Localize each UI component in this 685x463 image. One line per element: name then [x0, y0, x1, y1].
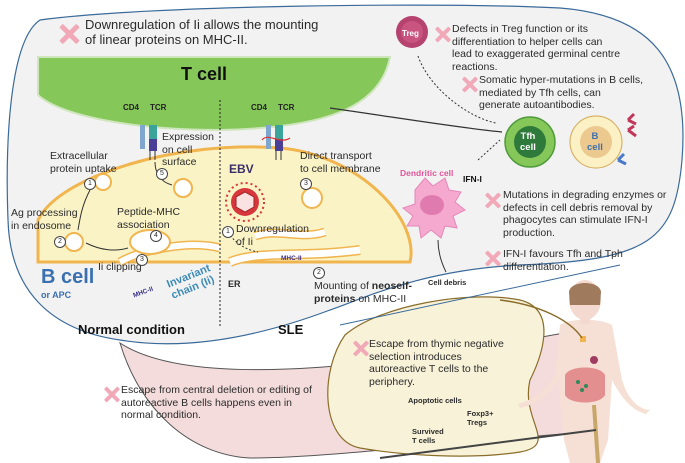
receptor-complex-sle	[261, 125, 291, 160]
x-mark-icon	[461, 76, 478, 93]
thymus-callout	[327, 296, 545, 457]
step-badge: 1	[222, 226, 234, 238]
mounting-bold: neoself- proteins	[314, 280, 413, 305]
receptor-complex-normal	[140, 125, 157, 160]
step-label-uptake: Extracellular protein uptake	[50, 150, 117, 175]
cd4-label-sle: CD4	[251, 103, 268, 112]
sle-downreg-line	[227, 231, 259, 253]
arrow-endosome-to-clipping	[85, 242, 129, 251]
sle-transport-vesicle	[301, 187, 323, 209]
ebv-virus	[225, 182, 265, 222]
human-body	[518, 280, 650, 463]
x-mark-icon	[484, 192, 501, 209]
thymus-link	[499, 299, 583, 339]
x-mark-icon	[58, 23, 80, 45]
sle-step-mounting: Mounting of neoself- proteins on MHC-II	[314, 280, 412, 305]
treg-inhibition-line	[417, 55, 497, 124]
endosome	[64, 232, 84, 252]
top-note: Downregulation of Ii allows the mounting…	[85, 17, 319, 47]
b-cell-label: B cell	[41, 266, 95, 288]
er-sle-top-inner	[254, 229, 326, 239]
step-badge: 5	[156, 168, 168, 180]
debris-to-dendritic	[437, 239, 447, 273]
ifn-label: IFN-I	[463, 174, 482, 184]
b-cell-small-label: B cell	[587, 131, 603, 153]
step-label-processing: Ag processing in endosome	[11, 207, 78, 232]
uptake-vesicle	[94, 173, 112, 191]
bone-link	[379, 429, 597, 459]
x-mark-icon	[352, 340, 369, 357]
cd4-label-normal: CD4	[123, 103, 140, 112]
mhc-label-sle: MHC-II	[281, 255, 302, 262]
er-sle-inner	[228, 246, 361, 266]
cell-debris-label: Cell debris	[428, 278, 467, 287]
tfh-nucleus	[514, 126, 546, 158]
foxp3-treg-label: Foxp3+ Tregs	[467, 409, 494, 427]
step-badge: 4	[150, 230, 162, 242]
treg-nucleus	[401, 21, 423, 43]
dendritic-cell-label: Dendritic cell	[400, 168, 454, 178]
step-badge: 2	[54, 236, 66, 248]
ebv-label: EBV	[229, 162, 254, 176]
thymus-note: Escape from thymic negative selection in…	[369, 338, 504, 388]
treg-label: Treg	[402, 29, 419, 38]
t-cell-label: T cell	[181, 64, 228, 84]
bone-marrow-note: Escape from central deletion or editing …	[121, 384, 312, 421]
tcr-label-normal: TCR	[150, 103, 167, 112]
arrow-uptake-to-endosome	[77, 189, 91, 231]
survived-label: Survived T cells	[412, 427, 444, 445]
dendritic-nucleus	[420, 195, 444, 215]
er-label: ER	[228, 279, 241, 289]
antibodies	[616, 112, 637, 166]
mounting-tail: on MHC-II	[355, 292, 407, 305]
note-hypermutations: Somatic hyper-mutations in B cells, medi…	[479, 74, 643, 111]
step-label-clipping: Ii clipping	[98, 261, 142, 273]
tfh-label: Tfh cell	[520, 131, 536, 153]
step-badge: 3	[300, 178, 312, 190]
b-cell-small-nucleus	[580, 126, 612, 158]
normal-condition-title: Normal condition	[78, 322, 185, 337]
note-ifn-favours: IFN-I favours Tfh and Tph differentiatio…	[503, 248, 623, 273]
step-label-association: Peptide-MHC association	[117, 206, 181, 231]
thymus-link-line	[339, 264, 621, 326]
note-degrading-enzymes: Mutations in degrading enzymes or defect…	[503, 189, 667, 239]
b-cell-sublabel: or APC	[41, 290, 72, 300]
tcr-label-sle: TCR	[278, 103, 295, 112]
x-mark-icon	[103, 386, 120, 403]
step-badge: 1	[84, 178, 96, 190]
note-treg-defects: Defects in Treg function or its differen…	[452, 23, 621, 73]
ifn-to-tfh-line	[477, 139, 501, 161]
step-badge: 2	[313, 267, 325, 279]
sle-step-transport: Direct transport to cell membrane	[300, 150, 381, 175]
x-mark-icon	[434, 26, 451, 43]
sle-step-downregulation: Downregulation of Ii	[236, 223, 309, 248]
sle-title: SLE	[278, 322, 304, 337]
mounting-plain: Mounting of	[314, 280, 372, 292]
arrow-main-to-tfh	[329, 107, 503, 133]
step-label-expression: Expression on cell surface	[162, 131, 214, 168]
x-mark-icon	[484, 250, 501, 267]
apoptotic-label: Apoptotic cells	[408, 396, 462, 405]
export-vesicle	[173, 178, 193, 198]
step-badge: 3	[136, 254, 148, 266]
